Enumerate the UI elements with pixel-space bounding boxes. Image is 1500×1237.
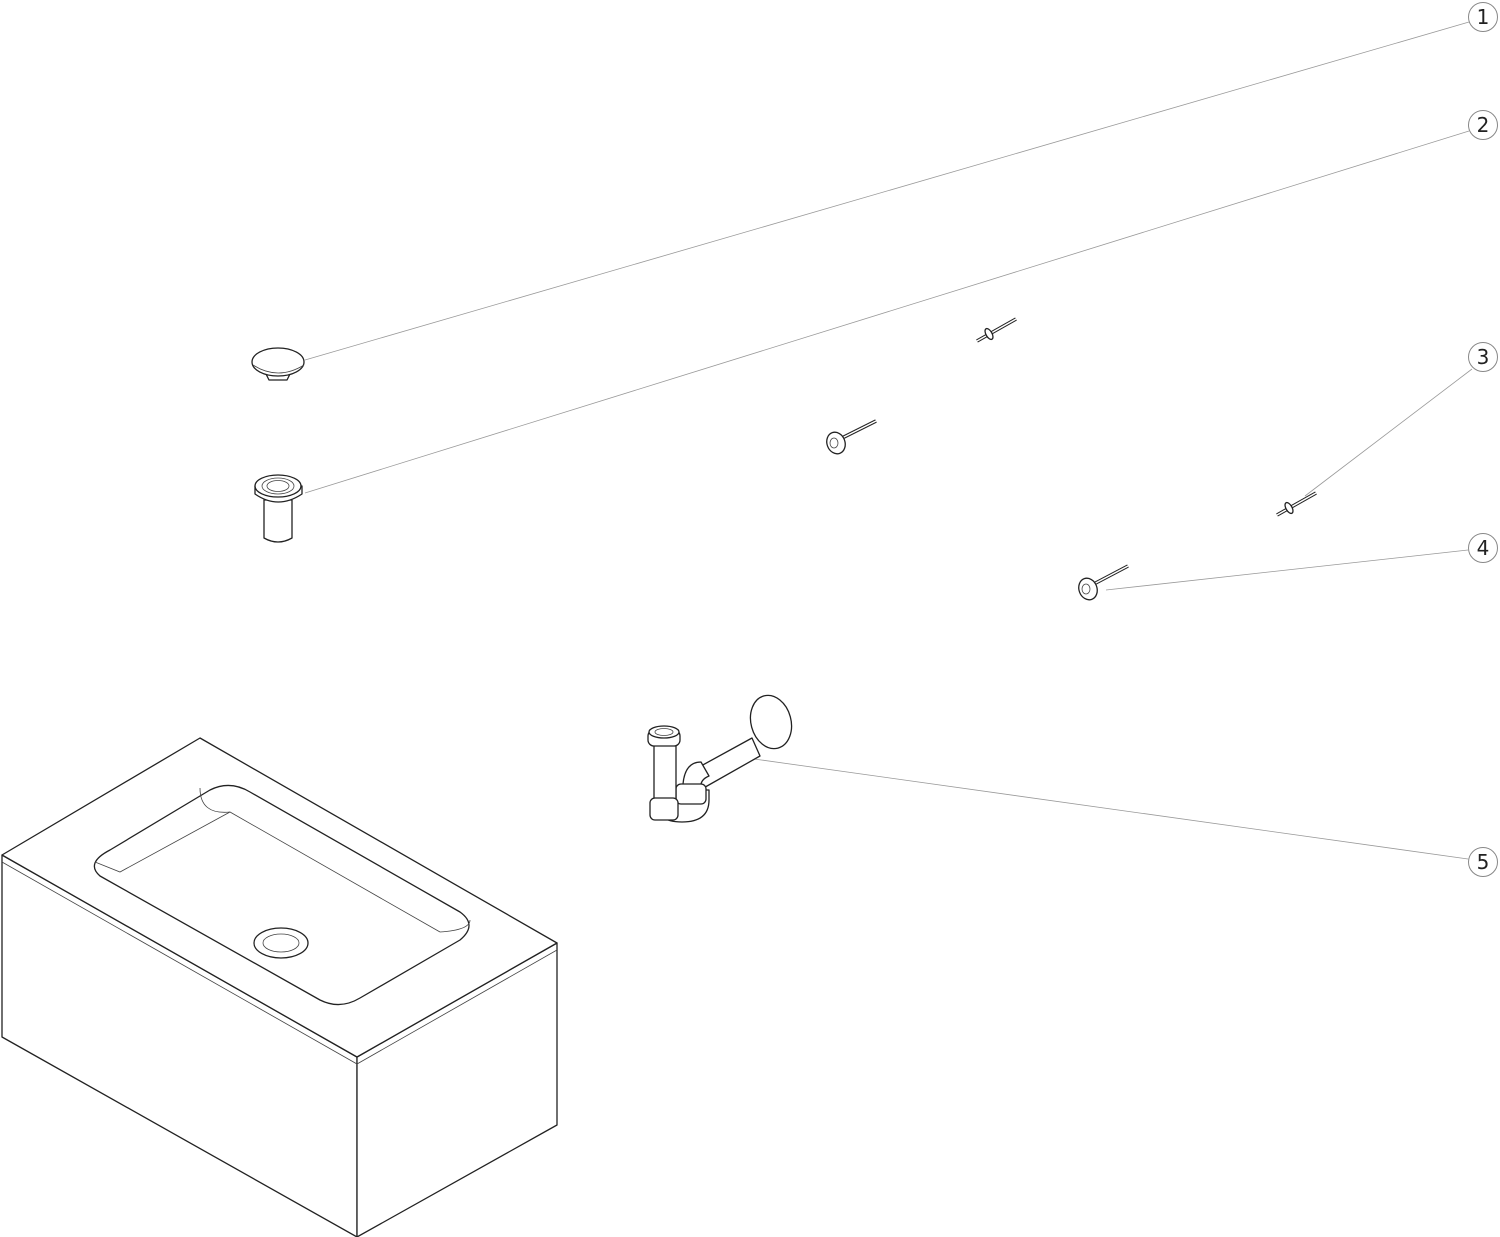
small-screw-part (976, 317, 1017, 343)
drain-valve-part (254, 474, 303, 543)
washer-screw-part (1078, 564, 1129, 601)
leader-line-2 (304, 130, 1470, 494)
leader-line-1 (304, 21, 1470, 361)
washbasin-cabinet (1, 737, 558, 1237)
small-screw-part (1276, 491, 1317, 517)
leader-line-5 (739, 756, 1469, 860)
washer-screw-part (826, 419, 877, 455)
drain-cap-part (251, 347, 305, 381)
bottle-trap-part (647, 694, 793, 823)
callout-5: 5 (1468, 847, 1498, 877)
leader-line-3 (1304, 368, 1473, 497)
callout-2: 2 (1468, 110, 1498, 140)
callout-4: 4 (1468, 533, 1498, 563)
callout-1: 1 (1468, 2, 1498, 32)
leader-lines (304, 21, 1473, 860)
callout-3: 3 (1468, 342, 1498, 372)
leader-line-4 (1105, 549, 1469, 591)
